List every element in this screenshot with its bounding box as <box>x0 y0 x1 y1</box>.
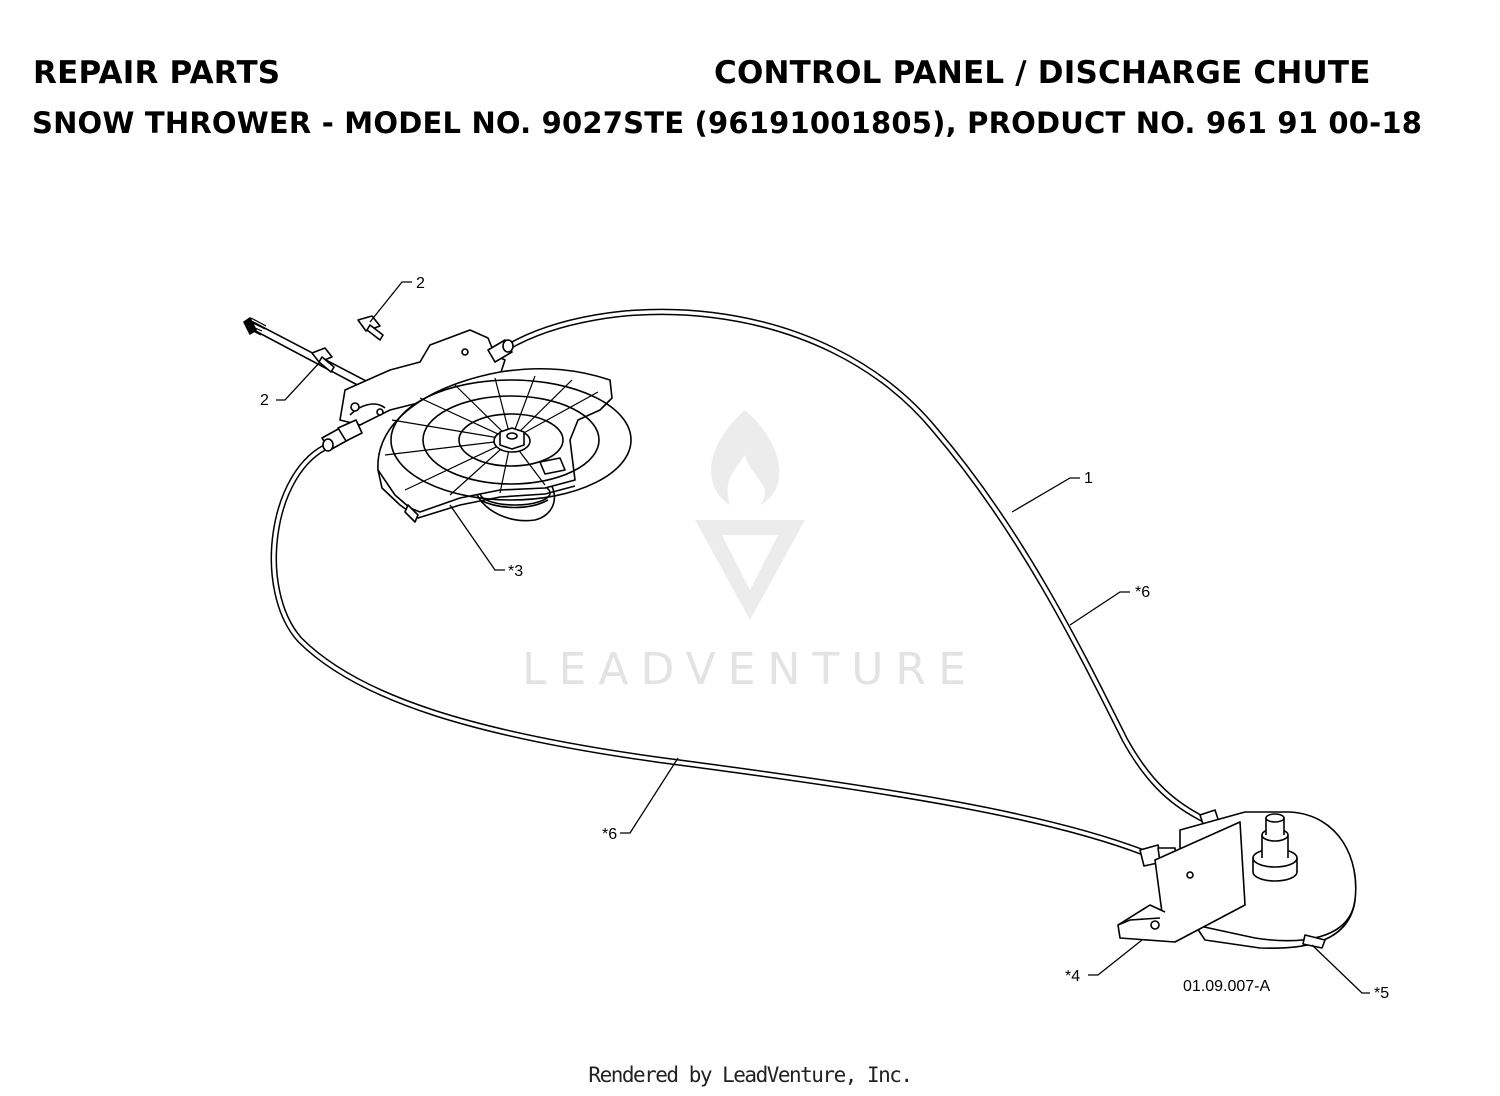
callout-cable-sheath-right: *6 <box>1135 584 1150 601</box>
subtitle-suffix: (96191001805), PRODUCT NO. 961 91 00-18 <box>694 106 1423 140</box>
page-title: REPAIR PARTS <box>33 55 281 91</box>
leader-lines <box>276 281 1370 994</box>
leader-bracket <box>1088 939 1143 976</box>
control-panel-assembly <box>243 315 632 523</box>
drawing-code: 01.09.007-A <box>1183 978 1271 995</box>
watermark-v-icon <box>695 520 805 620</box>
index-plate-ribs <box>384 375 599 496</box>
leader-bolt-top <box>369 281 412 323</box>
callout-chute-gear: *5 <box>1374 985 1389 1002</box>
subtitle-prefix: SNOW THROWER - MODEL NO. <box>32 106 532 140</box>
watermark: LEADVENTURE <box>522 410 978 695</box>
callout-labels: 2 2 1 *3 *6 *6 *4 *5 01.09.007-A <box>260 275 1389 1002</box>
cable-fitting-top <box>487 339 514 363</box>
leader-cable-right <box>1069 591 1130 626</box>
leader-cable-left <box>620 757 679 834</box>
callout-cable-sheath-left: *6 <box>602 826 617 843</box>
model-subtitle: SNOW THROWER - MODEL NO. 9027STE (961910… <box>32 105 1422 141</box>
gear-stud <box>1252 813 1298 882</box>
leader-cable <box>1011 477 1080 513</box>
bolt-left <box>311 347 335 373</box>
hub-nut <box>493 427 531 453</box>
callout-bracket: *4 <box>1065 968 1080 985</box>
leader-gear <box>1311 944 1370 994</box>
cable-fitting-left <box>321 419 363 452</box>
chute-bracket-assembly <box>1117 809 1357 950</box>
callout-panel-assembly: *3 <box>508 563 523 580</box>
watermark-flame-icon <box>711 410 780 505</box>
cable-loop <box>270 308 1209 859</box>
cable-inner-line <box>272 310 1207 857</box>
leader-panel <box>449 504 505 571</box>
model-number: 9027STE <box>541 106 685 140</box>
leader-bolt-left <box>276 361 321 401</box>
shaft <box>243 317 371 390</box>
callout-bolt-left: 2 <box>260 392 269 409</box>
footer-credit: Rendered by LeadVenture, Inc. <box>588 1063 913 1087</box>
callout-cable: 1 <box>1084 470 1093 487</box>
bolt-top <box>357 315 384 341</box>
callout-bolt-top: 2 <box>416 275 425 292</box>
section-title: CONTROL PANEL / DISCHARGE CHUTE <box>714 55 1371 91</box>
watermark-text: LEADVENTURE <box>522 644 978 695</box>
